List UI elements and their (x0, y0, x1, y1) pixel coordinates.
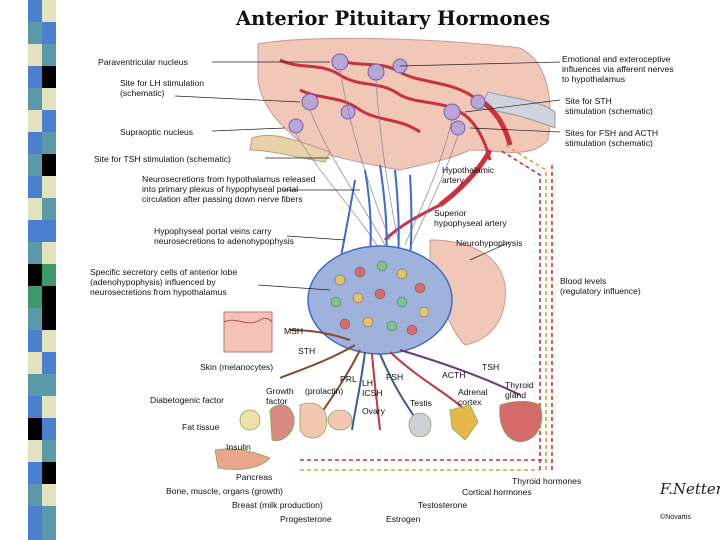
label-line: neurosecretions to adenohypophysis (154, 236, 294, 246)
thyroid-organ (499, 400, 543, 443)
label-line: (adenohypophysis) influenced by (90, 277, 216, 287)
label-fat-tissue: Fat tissue (182, 422, 220, 432)
leader-lines (174, 61, 561, 291)
label-insulin: Insulin (226, 442, 251, 452)
secretory-cells (330, 260, 430, 336)
label-ovary: Ovary (362, 406, 385, 416)
label-superior-artery: Superior hypophyseal artery (434, 208, 507, 228)
label-skin: Skin (melanocytes) (200, 362, 274, 372)
label-sth: STH (298, 346, 316, 356)
label-line: stimulation (schematic) (565, 106, 653, 116)
label-line: gland (505, 390, 527, 400)
label-line: Adrenal (458, 387, 488, 397)
label-emotional-influences: Emotional and exteroceptive influences v… (562, 54, 674, 84)
label-line: Superior (434, 208, 467, 218)
label-hypothalamic-artery: Hypothalamic artery (442, 165, 494, 185)
label-bone-muscle: Bone, muscle, organs (growth) (166, 486, 284, 496)
fat-tissue-organ (239, 409, 261, 431)
artist-signature: F.Netter (660, 480, 720, 498)
page-title: Anterior Pituitary Hormones (236, 7, 551, 30)
label-line: to hypothalamus (562, 74, 626, 84)
label-adrenal-cortex: Adrenal cortex (458, 387, 488, 407)
label-estrogen: Estrogen (386, 514, 421, 524)
label-line: Hypophyseal portal veins carry (154, 226, 272, 236)
label-prolactin: (prolactin) (305, 386, 344, 396)
label-fsh-acth-site: Sites for FSH and ACTH stimulation (sche… (565, 128, 658, 148)
label-testis: Testis (410, 398, 432, 408)
testis-organ (408, 412, 432, 438)
label-line: Blood levels (560, 276, 607, 286)
label-line: hypophyseal artery (434, 218, 507, 228)
label-line: (regulatory influence) (560, 286, 641, 296)
label-line: stimulation (schematic) (565, 138, 653, 148)
label-line: Neurosecretions from hypothalamus releas… (142, 174, 316, 184)
label-line: Site for LH stimulation (120, 78, 205, 88)
label-fsh: FSH (386, 372, 404, 382)
label-line: Thyroid (505, 380, 534, 390)
credit-text: ©Novartis (660, 514, 691, 521)
target-organs (214, 400, 543, 470)
label-line: Hypothalamic (442, 165, 495, 175)
hormone-arrows (279, 329, 521, 431)
label-thyroid-gland: Thyroid gland (505, 380, 534, 400)
label-blood-levels: Blood levels (regulatory influence) (560, 276, 641, 296)
label-msh: MSH (284, 326, 304, 336)
label-paraventricular-nucleus: Paraventricular nucleus (98, 57, 188, 67)
label-icsh: ICSH (362, 388, 383, 398)
label-diabetogenic: Diabetogenic factor (150, 395, 225, 405)
bone-muscle-organ (269, 404, 295, 442)
label-cortical-hormones: Cortical hormones (462, 487, 532, 497)
label-acth: ACTH (442, 370, 466, 380)
adrenal-organ (449, 404, 479, 441)
label-growth-factor: Growth factor (266, 386, 294, 406)
label-line: artery (442, 175, 464, 185)
label-thyroid-hormones: Thyroid hormones (512, 476, 582, 486)
label-neurosecretions: Neurosecretions from hypothalamus releas… (142, 174, 315, 204)
label-supraoptic-nucleus: Supraoptic nucleus (120, 127, 194, 137)
ovary-organ (327, 409, 353, 431)
label-portal-veins: Hypophyseal portal veins carry neurosecr… (154, 226, 294, 246)
label-lh-site: Site for LH stimulation (schematic) (120, 78, 204, 98)
breast-organ (299, 402, 328, 439)
pancreas-organ (214, 448, 271, 470)
label-line: Emotional and exteroceptive (562, 54, 671, 64)
label-line: factor (266, 396, 288, 406)
label-line: (schematic) (120, 88, 165, 98)
label-prl: PRL (340, 374, 357, 384)
label-pancreas: Pancreas (236, 472, 273, 482)
label-neurohypophysis: Neurohypophysis (456, 238, 523, 248)
label-line: Specific secretory cells of anterior lob… (90, 267, 238, 277)
third-ventricle (479, 91, 556, 129)
label-sth-site: Site for STH stimulation (schematic) (565, 96, 653, 116)
label-secretory-cells: Specific secretory cells of anterior lob… (90, 267, 237, 297)
label-line: influences via afferent nerves (562, 64, 674, 74)
label-line: Site for STH (565, 96, 612, 106)
label-tsh-site: Site for TSH stimulation (schematic) (94, 154, 231, 164)
label-lh: LH (362, 378, 373, 388)
label-testosterone: Testosterone (418, 500, 468, 510)
label-line: Sites for FSH and ACTH (565, 128, 659, 138)
label-line: cortex (458, 397, 482, 407)
label-line: neurosecretions from hypothalamus (90, 287, 227, 297)
label-line: Growth (266, 386, 294, 396)
label-tsh: TSH (482, 362, 500, 372)
label-progesterone: Progesterone (280, 514, 332, 524)
skin-sample (223, 311, 273, 353)
label-line: into primary plexus of hypophyseal porta… (142, 184, 299, 194)
decorative-left-strip (28, 0, 56, 540)
label-line: circulation after passing down nerve fib… (142, 194, 303, 204)
feedback-lines (300, 144, 553, 471)
label-breast: Breast (milk production) (232, 500, 323, 510)
